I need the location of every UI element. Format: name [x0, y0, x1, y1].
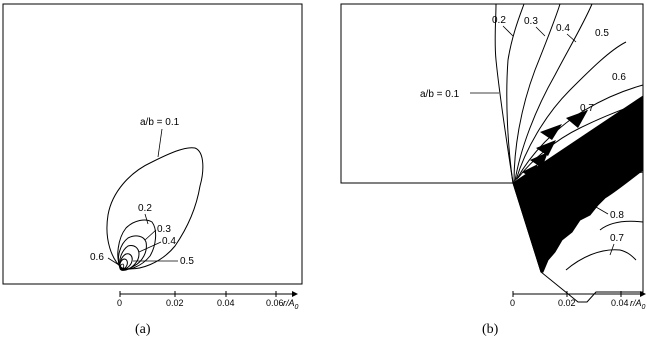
panel-b-label-0.4: 0.4	[556, 23, 570, 34]
panel-b-tri-3	[530, 152, 548, 168]
panel-b-contour-0.8	[579, 171, 644, 189]
panel-b-contour-0.6	[516, 84, 644, 180]
panel-b-contour-0.3	[513, 3, 561, 183]
panel-a-caption: (a)	[135, 322, 151, 337]
panel-a-contour-0.5	[119, 253, 133, 271]
panel-a-leader-0.1	[157, 128, 163, 158]
panel-a-contour-0.2	[117, 219, 157, 270]
panel-b-leader-0.2	[502, 25, 514, 37]
panel-b-tri-1	[540, 124, 562, 140]
panel-b-contour-0.7b	[565, 249, 637, 271]
panel-b-contour-0.2	[506, 3, 525, 184]
panel-b-x-axis-arrow	[640, 291, 646, 297]
panel-a-label-0.5: 0.5	[180, 256, 194, 267]
panel-b-contour-0.1	[494, 3, 514, 184]
panel-b-contour-0.4	[514, 3, 593, 182]
panel-a-label-0.4: 0.4	[162, 236, 176, 247]
panel-b-tick-0.02: 0.02	[558, 298, 576, 308]
panel-b-leader-0.4	[566, 33, 577, 43]
panel-b: a/b = 0.1 0.2 0.3 0.4 0.5 0.6 0.7 0.8 0.…	[340, 3, 646, 337]
panel-a-leader-0.4	[138, 241, 162, 253]
panel-b-label-0.2: 0.2	[492, 15, 506, 26]
panel-a-contour-0.6	[119, 258, 128, 270]
panel-a-contour-0.1	[106, 147, 204, 270]
panel-b-contour-0.7c	[599, 220, 644, 231]
panel-a-label-0.6: 0.6	[90, 252, 104, 263]
panel-a-label-0.2: 0.2	[138, 203, 152, 214]
panel-a-leader-0.6	[107, 257, 120, 266]
panel-a-tick-0.02: 0.02	[166, 298, 184, 308]
panel-b-tick-0: 0	[510, 298, 515, 308]
panel-b-label-0.7: 0.7	[580, 103, 594, 114]
panel-a-label-0.3: 0.3	[157, 224, 171, 235]
panel-b-axis-label: r/A0	[630, 298, 646, 311]
panel-a-label-0.1: a/b = 0.1	[140, 117, 180, 128]
panel-a-leader-0.2	[144, 213, 149, 225]
panel-b-leader-0.8	[595, 206, 609, 215]
panel-a-x-axis-arrow	[292, 291, 298, 297]
panel-b-label-0.8: 0.8	[610, 210, 624, 221]
panel-a-frame	[2, 3, 303, 285]
panel-b-label-0.3: 0.3	[524, 16, 538, 27]
panel-a-contour-inner	[119, 263, 125, 270]
panel-a-tick-0.06: 0.06	[266, 298, 284, 308]
panel-b-label-0.7-lower: 0.7	[610, 233, 624, 244]
panel-b-tri-5	[522, 164, 538, 178]
panel-b-label-0.6: 0.6	[612, 72, 626, 83]
panel-b-tri-4	[566, 110, 588, 128]
panel-b-tri-2	[536, 140, 556, 156]
panel-b-tick-0.04: 0.04	[611, 298, 629, 308]
panel-a-tick-0.04: 0.04	[217, 298, 235, 308]
panel-a-leader-0.3	[144, 229, 157, 241]
panel-a-axis-label: r/A0	[283, 298, 299, 311]
panel-a-tick-0: 0	[117, 298, 122, 308]
panel-a: a/b = 0.1 0.2 0.3 0.4 0.5 0.6 0 0.02 0.0…	[2, 3, 303, 337]
panel-b-leader-0.3	[535, 26, 546, 37]
panel-b-caption: (b)	[482, 322, 499, 337]
panel-b-contour-0.5	[515, 41, 627, 181]
panel-b-leader-0.7-lower	[609, 243, 615, 256]
panel-b-label-0.1: a/b = 0.1	[420, 89, 460, 100]
panel-b-label-0.5: 0.5	[595, 28, 609, 39]
